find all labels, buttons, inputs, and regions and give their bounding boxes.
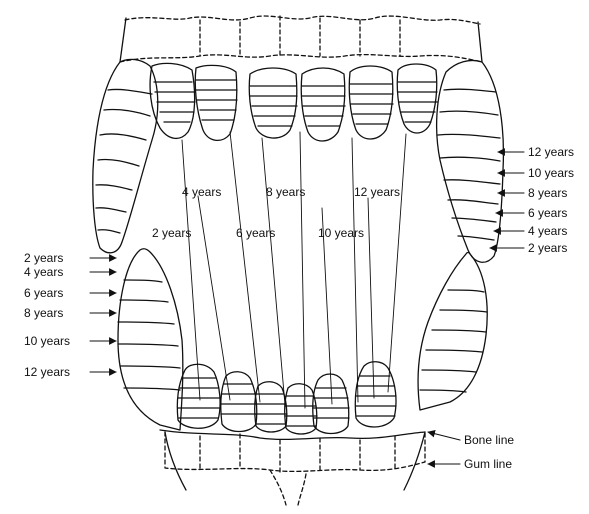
upper-incisor-2: [195, 65, 236, 140]
scale-arrows: [90, 152, 524, 464]
lower-left-canine-rings: [118, 280, 180, 390]
lower-incisor-6-rings: [356, 376, 396, 416]
upper-incisor-1: [150, 63, 195, 138]
lower-jaw-outer-right: [404, 432, 425, 490]
left-scale-label: 6 years: [24, 286, 63, 300]
lower-right-canine-rings: [420, 290, 487, 392]
upper-incisor-1-rings: [154, 82, 195, 122]
lower-left-canine: [118, 249, 183, 430]
right-scale-label: 4 years: [528, 224, 567, 238]
upper-incisor-5: [349, 66, 393, 139]
right-scale-label: 8 years: [528, 186, 567, 200]
label-incisor-10y: 10 years: [318, 226, 364, 240]
upper-right-canine: [437, 60, 504, 262]
right-scale-label: 6 years: [528, 206, 567, 220]
upper-incisor-4: [301, 68, 345, 141]
left-scale-label: 8 years: [24, 306, 63, 320]
upper-jaw-right-edge: [478, 22, 482, 62]
bone-line-label: Bone line: [464, 433, 514, 447]
upper-incisor-3: [249, 68, 297, 138]
upper-jaw-left-edge: [120, 18, 126, 62]
upper-incisor-5-rings: [350, 84, 393, 124]
left-scale-label: 2 years: [24, 251, 63, 265]
gum-line-dashed-roots: [165, 432, 425, 472]
lower-jaw-stem: [270, 470, 306, 505]
upper-incisor-3-rings: [250, 86, 297, 126]
right-scale-label: 10 years: [528, 166, 574, 180]
upper-incisor-6-rings: [398, 82, 437, 122]
label-incisor-4y: 4 years: [182, 185, 221, 199]
upper-incisor-4-rings: [302, 86, 345, 126]
left-scale-label: 4 years: [24, 265, 63, 279]
upper-left-canine: [93, 59, 158, 252]
label-incisor-6y: 6 years: [236, 226, 275, 240]
lower-incisor-2: [221, 372, 257, 432]
incisor-age-labels: 2 years 4 years 6 years 8 years 10 years…: [152, 185, 400, 240]
lower-incisor-6: [355, 362, 396, 427]
left-scale-label: 12 years: [24, 365, 70, 379]
upper-left-canine-rings: [96, 89, 152, 233]
left-scale-label: 10 years: [24, 334, 70, 348]
label-incisor-2y: 2 years: [152, 226, 191, 240]
arrow-bone-line: [428, 432, 460, 440]
lower-incisor-2-rings: [221, 384, 256, 414]
right-scale-label: 12 years: [528, 145, 574, 159]
lower-incisor-1: [177, 364, 220, 428]
right-age-scale: 12 years 10 years 8 years 6 years 4 year…: [528, 145, 574, 255]
upper-right-canine-rings: [438, 89, 500, 240]
right-scale-label: 2 years: [528, 241, 567, 255]
leader-lines: [182, 132, 406, 408]
lower-jaw-outer-left: [165, 432, 186, 490]
label-incisor-12y: 12 years: [354, 185, 400, 199]
left-age-scale: 2 years 4 years 6 years 8 years 10 years…: [24, 251, 70, 379]
gum-line-label: Gum line: [464, 457, 512, 471]
upper-incisor-6: [397, 64, 437, 133]
upper-roots-dashed: [120, 16, 482, 62]
upper-incisor-2-rings: [196, 80, 237, 120]
label-incisor-8y: 8 years: [266, 185, 305, 199]
